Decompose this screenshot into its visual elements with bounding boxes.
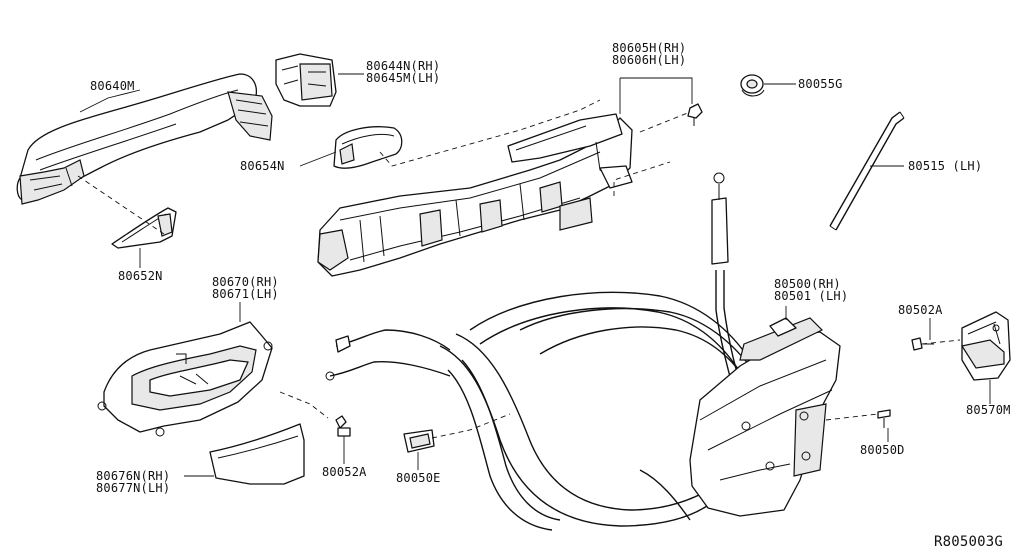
cylinder-cover <box>275 53 337 107</box>
door-lock-actuator <box>689 317 841 517</box>
actuator-screw <box>877 409 891 428</box>
label-80500: 80500(RH) <box>774 277 841 291</box>
outside-door-handle <box>16 73 273 205</box>
label-80050E: 80050E <box>396 471 441 485</box>
label-80640M: 80640M <box>90 79 135 93</box>
door-striker <box>961 311 1011 381</box>
label-80676N: 80676N(RH) <box>96 469 170 483</box>
label-80644N: 80644N(RH) <box>366 59 440 73</box>
rear-gasket <box>333 126 403 169</box>
bracket-bolt <box>687 103 703 126</box>
label-80606H: 80606H(LH) <box>612 53 686 67</box>
label-80515: 80515 (LH) <box>908 159 982 173</box>
label-80501: 80501 (LH) <box>774 289 848 303</box>
label-80502A: 80502A <box>898 303 943 317</box>
grommet <box>740 74 765 97</box>
leader-lines <box>77 73 991 477</box>
label-80671: 80671(LH) <box>212 287 279 301</box>
escutcheon-gasket <box>111 207 177 249</box>
label-80050D: 80050D <box>860 443 905 457</box>
label-80052A: 80052A <box>322 465 367 479</box>
label-80652N: 80652N <box>118 269 163 283</box>
label-80670: 80670(RH) <box>212 275 279 289</box>
cable-assembly <box>325 172 761 531</box>
label-80605H: 80605H(RH) <box>612 41 686 55</box>
label-80570M: 80570M <box>966 403 1011 417</box>
handle-screw <box>335 415 351 437</box>
cable-clip <box>403 429 435 453</box>
inside-door-handle <box>97 321 273 437</box>
handle-bracket-frame <box>317 113 633 277</box>
label-80645M: 80645M(LH) <box>366 71 440 85</box>
label-80654N: 80654N <box>240 159 285 173</box>
part-labels: 80640M 80644N(RH) 80645M(LH) 80654N 8065… <box>90 41 1011 550</box>
inside-handle-cover <box>209 423 305 485</box>
diagram-code: R805003G <box>934 534 1003 550</box>
label-80677N: 80677N(LH) <box>96 481 170 495</box>
lock-rod <box>829 111 905 231</box>
label-80055G: 80055G <box>798 77 843 91</box>
